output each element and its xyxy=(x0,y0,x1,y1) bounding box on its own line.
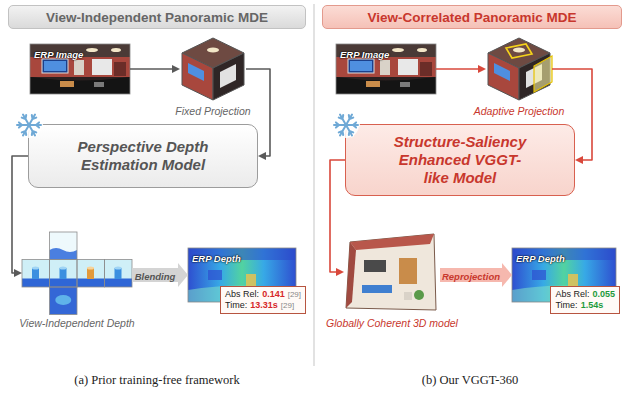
cube-picture xyxy=(488,38,552,100)
snowflake-arms xyxy=(17,115,41,136)
metric-text: Time: xyxy=(555,300,577,310)
snowflake-ground xyxy=(16,112,42,138)
metric-text: 13.31s xyxy=(250,300,278,310)
panel-header: View-Correlated Panoramic MDE xyxy=(322,5,622,29)
metric-row: Abs Rel:0.141[29] xyxy=(225,289,301,300)
arrow-label-holder: Blending xyxy=(134,266,177,284)
depth-grid: View-Independent Depth xyxy=(22,232,132,314)
subfigure-caption: (b) Our VGGT-360 xyxy=(422,373,519,387)
snowflake-arms xyxy=(334,115,358,136)
metric-text: Abs Rel: xyxy=(555,289,589,299)
frozen-snowflake xyxy=(331,110,361,140)
node-text: Globally Coherent 3D model xyxy=(326,317,458,329)
panel-divider xyxy=(313,4,314,366)
depth-image: ERP DepthAbs Rel:0.055Time:1.54s xyxy=(512,248,616,302)
flow-arrow xyxy=(436,68,478,70)
caption-holder: (b) Our VGGT-360 xyxy=(422,370,519,388)
flow-arrow xyxy=(12,156,28,273)
erp-image: ERP Image xyxy=(30,44,130,94)
arrow-label: Reprojection xyxy=(441,271,501,282)
metric-row: Abs Rel:0.055 xyxy=(555,289,615,300)
node-text: View-Independent Panoramic MDE xyxy=(46,10,268,25)
cube-projection: Adaptive Projection xyxy=(486,36,552,102)
caption-holder: (a) Prior training-free framework xyxy=(74,370,240,388)
metric-text: [29] xyxy=(288,290,301,299)
metric-text: 0.055 xyxy=(592,289,615,299)
flow-arrow xyxy=(132,268,178,282)
metric-text: 0.141 xyxy=(262,289,285,299)
node-text: Fixed Projection xyxy=(175,105,250,117)
frozen-snowflake xyxy=(14,110,44,140)
model-box: Perspective Depth Estimation Model xyxy=(28,124,258,188)
snowflake-halo xyxy=(17,115,41,136)
metrics-box: Abs Rel:0.141[29]Time:13.31s[29] xyxy=(220,286,306,314)
erp-picture xyxy=(336,44,436,94)
subfigure-caption: (a) Prior training-free framework xyxy=(74,373,240,387)
metric-text: Time: xyxy=(225,300,247,310)
node-text: ERP Depth xyxy=(192,253,241,264)
node-text: Structure-Saliency Enhanced VGGT-like Mo… xyxy=(366,133,554,187)
erp-image: ERP Image xyxy=(336,44,436,94)
model-box: Structure-Saliency Enhanced VGGT-like Mo… xyxy=(345,124,575,196)
metrics-box: Abs Rel:0.055Time:1.54s xyxy=(550,286,620,314)
arrow-label: Blending xyxy=(134,271,177,282)
node-text: ERP Image xyxy=(340,49,389,60)
room-3d-picture xyxy=(346,234,436,310)
flow-arrow xyxy=(440,268,502,282)
depth-image: ERP DepthAbs Rel:0.141[29]Time:13.31s[29… xyxy=(188,248,296,302)
depth-picture xyxy=(188,248,296,302)
node-text: Adaptive Projection xyxy=(474,105,564,117)
node-text: ERP Image xyxy=(34,49,83,60)
cube-picture xyxy=(182,38,244,100)
snowflake-ground xyxy=(333,112,359,138)
metric-text: [29] xyxy=(281,301,294,310)
metric-row: Time: 1.54s xyxy=(555,300,615,311)
cube-projection: Fixed Projection xyxy=(180,36,246,102)
room-3d-model: Globally Coherent 3D model xyxy=(344,230,440,314)
node-text: View-Independent Depth xyxy=(19,317,134,329)
metric-text: Abs Rel: xyxy=(225,289,259,299)
metric-row: Time:13.31s[29] xyxy=(225,300,301,311)
flow-arrow xyxy=(330,160,345,272)
node-text: ERP Depth xyxy=(516,253,565,264)
snowflake-halo xyxy=(334,115,358,136)
metric-text: 1.54s xyxy=(581,300,604,310)
depth-grid-picture xyxy=(22,232,132,315)
depth-picture xyxy=(512,248,616,302)
erp-picture xyxy=(30,44,130,94)
node-text: View-Correlated Panoramic MDE xyxy=(367,10,576,25)
flow-arrow xyxy=(130,68,172,70)
panel-header: View-Independent Panoramic MDE xyxy=(8,5,306,29)
arrow-label-holder: Reprojection xyxy=(441,266,501,284)
node-text: Perspective Depth Estimation Model xyxy=(49,138,237,174)
